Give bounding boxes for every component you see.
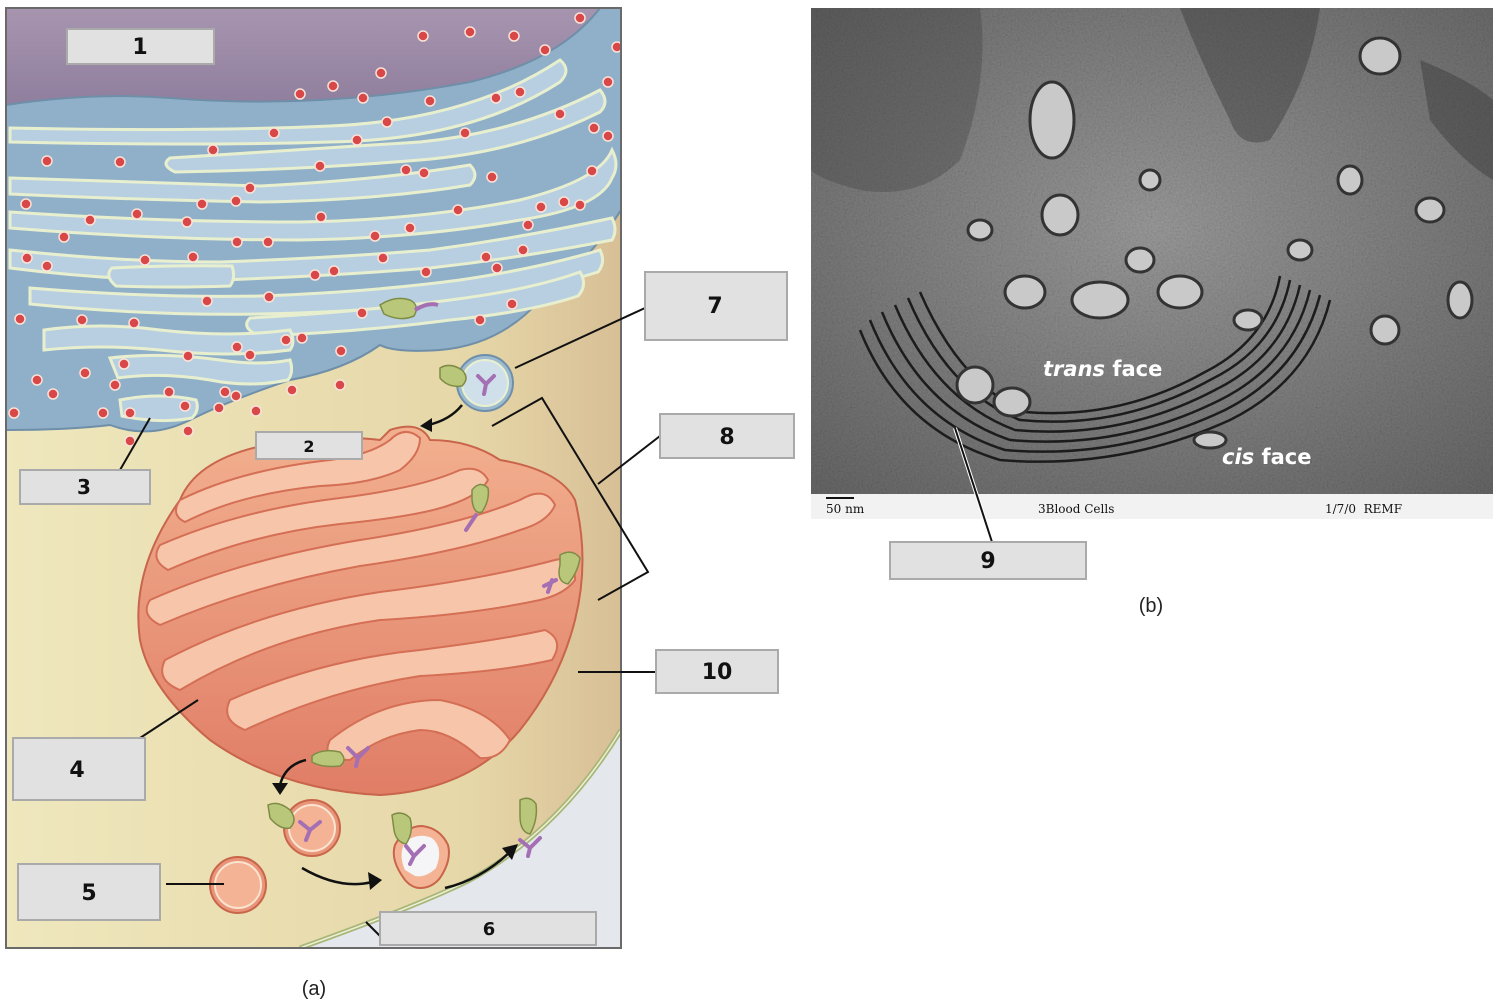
label-5: 5 bbox=[81, 881, 96, 906]
caption-a: (a) bbox=[302, 978, 326, 1000]
arrow-exocytosis bbox=[444, 851, 511, 890]
golgi-apparatus bbox=[137, 425, 584, 797]
em-vesicles bbox=[955, 36, 1474, 450]
strip-right-text: 1/7/0 REMF bbox=[1325, 502, 1402, 516]
er-cisternae bbox=[8, 58, 618, 423]
fusing-vesicle bbox=[391, 812, 450, 890]
cis-face-plain: face bbox=[1254, 445, 1311, 469]
label-box-9: 9 bbox=[889, 541, 1087, 580]
caption-b: (b) bbox=[1139, 595, 1163, 617]
panel-a-illustration bbox=[6, 8, 621, 948]
protein-in-er bbox=[379, 297, 439, 320]
trans-face-label: trans face bbox=[1043, 357, 1162, 381]
scale-bar-label: 50 nm bbox=[826, 502, 865, 516]
label-4: 4 bbox=[69, 758, 84, 783]
secretory-vesicle bbox=[267, 799, 341, 857]
label-box-8: 8 bbox=[659, 413, 795, 459]
label-6: 6 bbox=[483, 919, 496, 940]
label-7: 7 bbox=[707, 294, 722, 319]
panel-a-frame bbox=[5, 7, 622, 949]
label-2: 2 bbox=[303, 437, 314, 456]
label-10: 10 bbox=[702, 660, 733, 685]
label-8: 8 bbox=[719, 425, 734, 450]
cis-face-italic: cis bbox=[1222, 445, 1254, 469]
arrow-to-membrane bbox=[301, 866, 373, 886]
trans-face-plain: face bbox=[1105, 357, 1162, 381]
extracellular-space bbox=[300, 730, 621, 948]
label-9: 9 bbox=[980, 549, 995, 574]
label-box-2: 2 bbox=[255, 431, 363, 460]
label-box-10: 10 bbox=[655, 649, 779, 694]
vesicle-5 bbox=[209, 856, 267, 914]
released-protein bbox=[518, 797, 542, 858]
label-box-3: 3 bbox=[19, 469, 151, 505]
arrow-from-golgi bbox=[278, 758, 307, 786]
label-3: 3 bbox=[77, 475, 91, 499]
label-box-4: 4 bbox=[12, 737, 146, 801]
trans-face-italic: trans bbox=[1043, 357, 1105, 381]
cis-face-label: cis face bbox=[1222, 445, 1311, 469]
label-box-1: 1 bbox=[66, 28, 215, 65]
leader-lines-a bbox=[119, 307, 661, 937]
label-box-5: 5 bbox=[17, 863, 161, 921]
label-box-6: 6 bbox=[379, 911, 597, 946]
strip-center-text: 3Blood Cells bbox=[1038, 502, 1114, 516]
label-box-7: 7 bbox=[644, 271, 788, 341]
micrograph-info-strip bbox=[811, 494, 1493, 519]
panel-b-micrograph: trans face cis face bbox=[811, 8, 1493, 494]
label-1: 1 bbox=[132, 35, 147, 60]
transport-vesicle bbox=[439, 354, 514, 412]
ribosomes bbox=[8, 12, 621, 447]
